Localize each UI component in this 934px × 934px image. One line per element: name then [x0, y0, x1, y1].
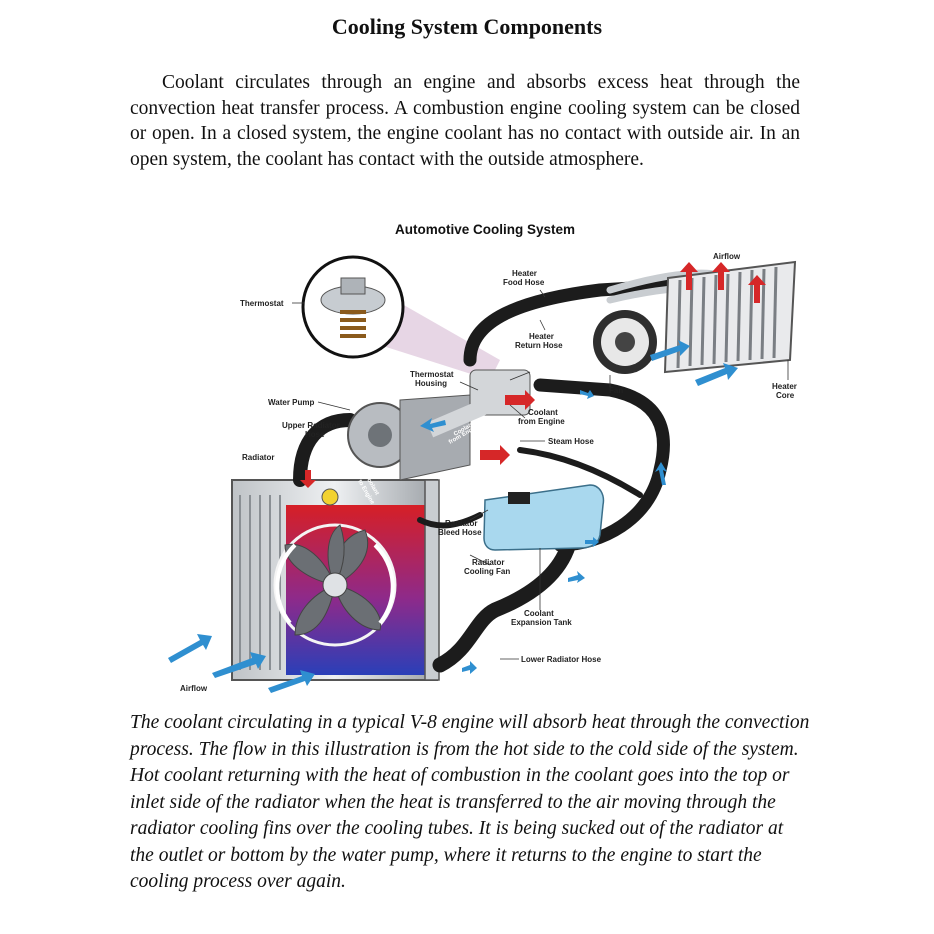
- label-heater-return-hose-2: Return Hose: [515, 341, 563, 350]
- label-steam-hose: Steam Hose: [548, 437, 594, 446]
- label-radiator: Radiator: [242, 453, 274, 462]
- label-lower-radiator-hose: Lower Radiator Hose: [521, 655, 602, 664]
- label-heater-feed-hose-2: Food Hose: [503, 278, 545, 287]
- label-radiator-cooling-fan-2: Cooling Fan: [464, 567, 510, 576]
- label-fan: Fan: [609, 386, 623, 395]
- label-upper-radiator-hose-2: Hose: [305, 430, 325, 439]
- thermostat-magnifier: [301, 255, 405, 359]
- label-airflow-top: Airflow: [713, 252, 741, 261]
- label-radiator-cooling-fan: Radiator: [472, 558, 504, 567]
- figure-labels: Thermostat Water Pump Upper Radiator Hos…: [180, 252, 797, 693]
- label-upper-radiator-hose: Upper Radiator: [282, 421, 340, 430]
- label-heater-core: Heater: [772, 382, 797, 391]
- cold-flow-arrows: [168, 340, 738, 693]
- label-radiator-bleed-hose: Radiator: [445, 519, 477, 528]
- label-coolant-expansion-tank: Coolant: [524, 609, 554, 618]
- hot-flow-arrows: [300, 262, 766, 488]
- figure-title: Automotive Cooling System: [394, 222, 575, 237]
- label-coolant-from-engine-2: from Engine: [518, 417, 565, 426]
- label-airflow-left: Airflow: [180, 684, 208, 693]
- label-heater-feed-hose: Heater: [512, 269, 537, 278]
- heater-core: [663, 260, 797, 374]
- label-coolant-from-engine: Coolant: [528, 408, 558, 417]
- figure-caption: The coolant circulating in a typical V-8…: [130, 712, 810, 892]
- flow-arrows-on-hoses: [462, 390, 667, 674]
- label-coolant-expansion-tank-2: Expansion Tank: [511, 618, 572, 627]
- heater-feed-hose: [463, 278, 687, 367]
- intro-paragraph: Coolant circulates through an engine and…: [130, 72, 800, 170]
- heater-fan: [593, 310, 657, 374]
- label-radiator-bleed-hose-2: Bleed Hose: [438, 528, 482, 537]
- lower-radiator-hose: [432, 532, 578, 673]
- steam-hose: [517, 447, 643, 498]
- label-heater-return-hose: Heater: [529, 332, 554, 341]
- label-thermostat-housing: Thermostat: [410, 370, 454, 379]
- label-heater-core-2: Core: [776, 391, 795, 400]
- page-title: Cooling System Components: [331, 14, 603, 39]
- radiator-cooling-fan: [273, 523, 397, 647]
- upper-radiator-hose: [293, 413, 357, 487]
- label-thermostat-housing-2: Housing: [415, 379, 447, 388]
- label-thermostat: Thermostat: [240, 299, 284, 308]
- label-water-pump: Water Pump: [268, 398, 314, 407]
